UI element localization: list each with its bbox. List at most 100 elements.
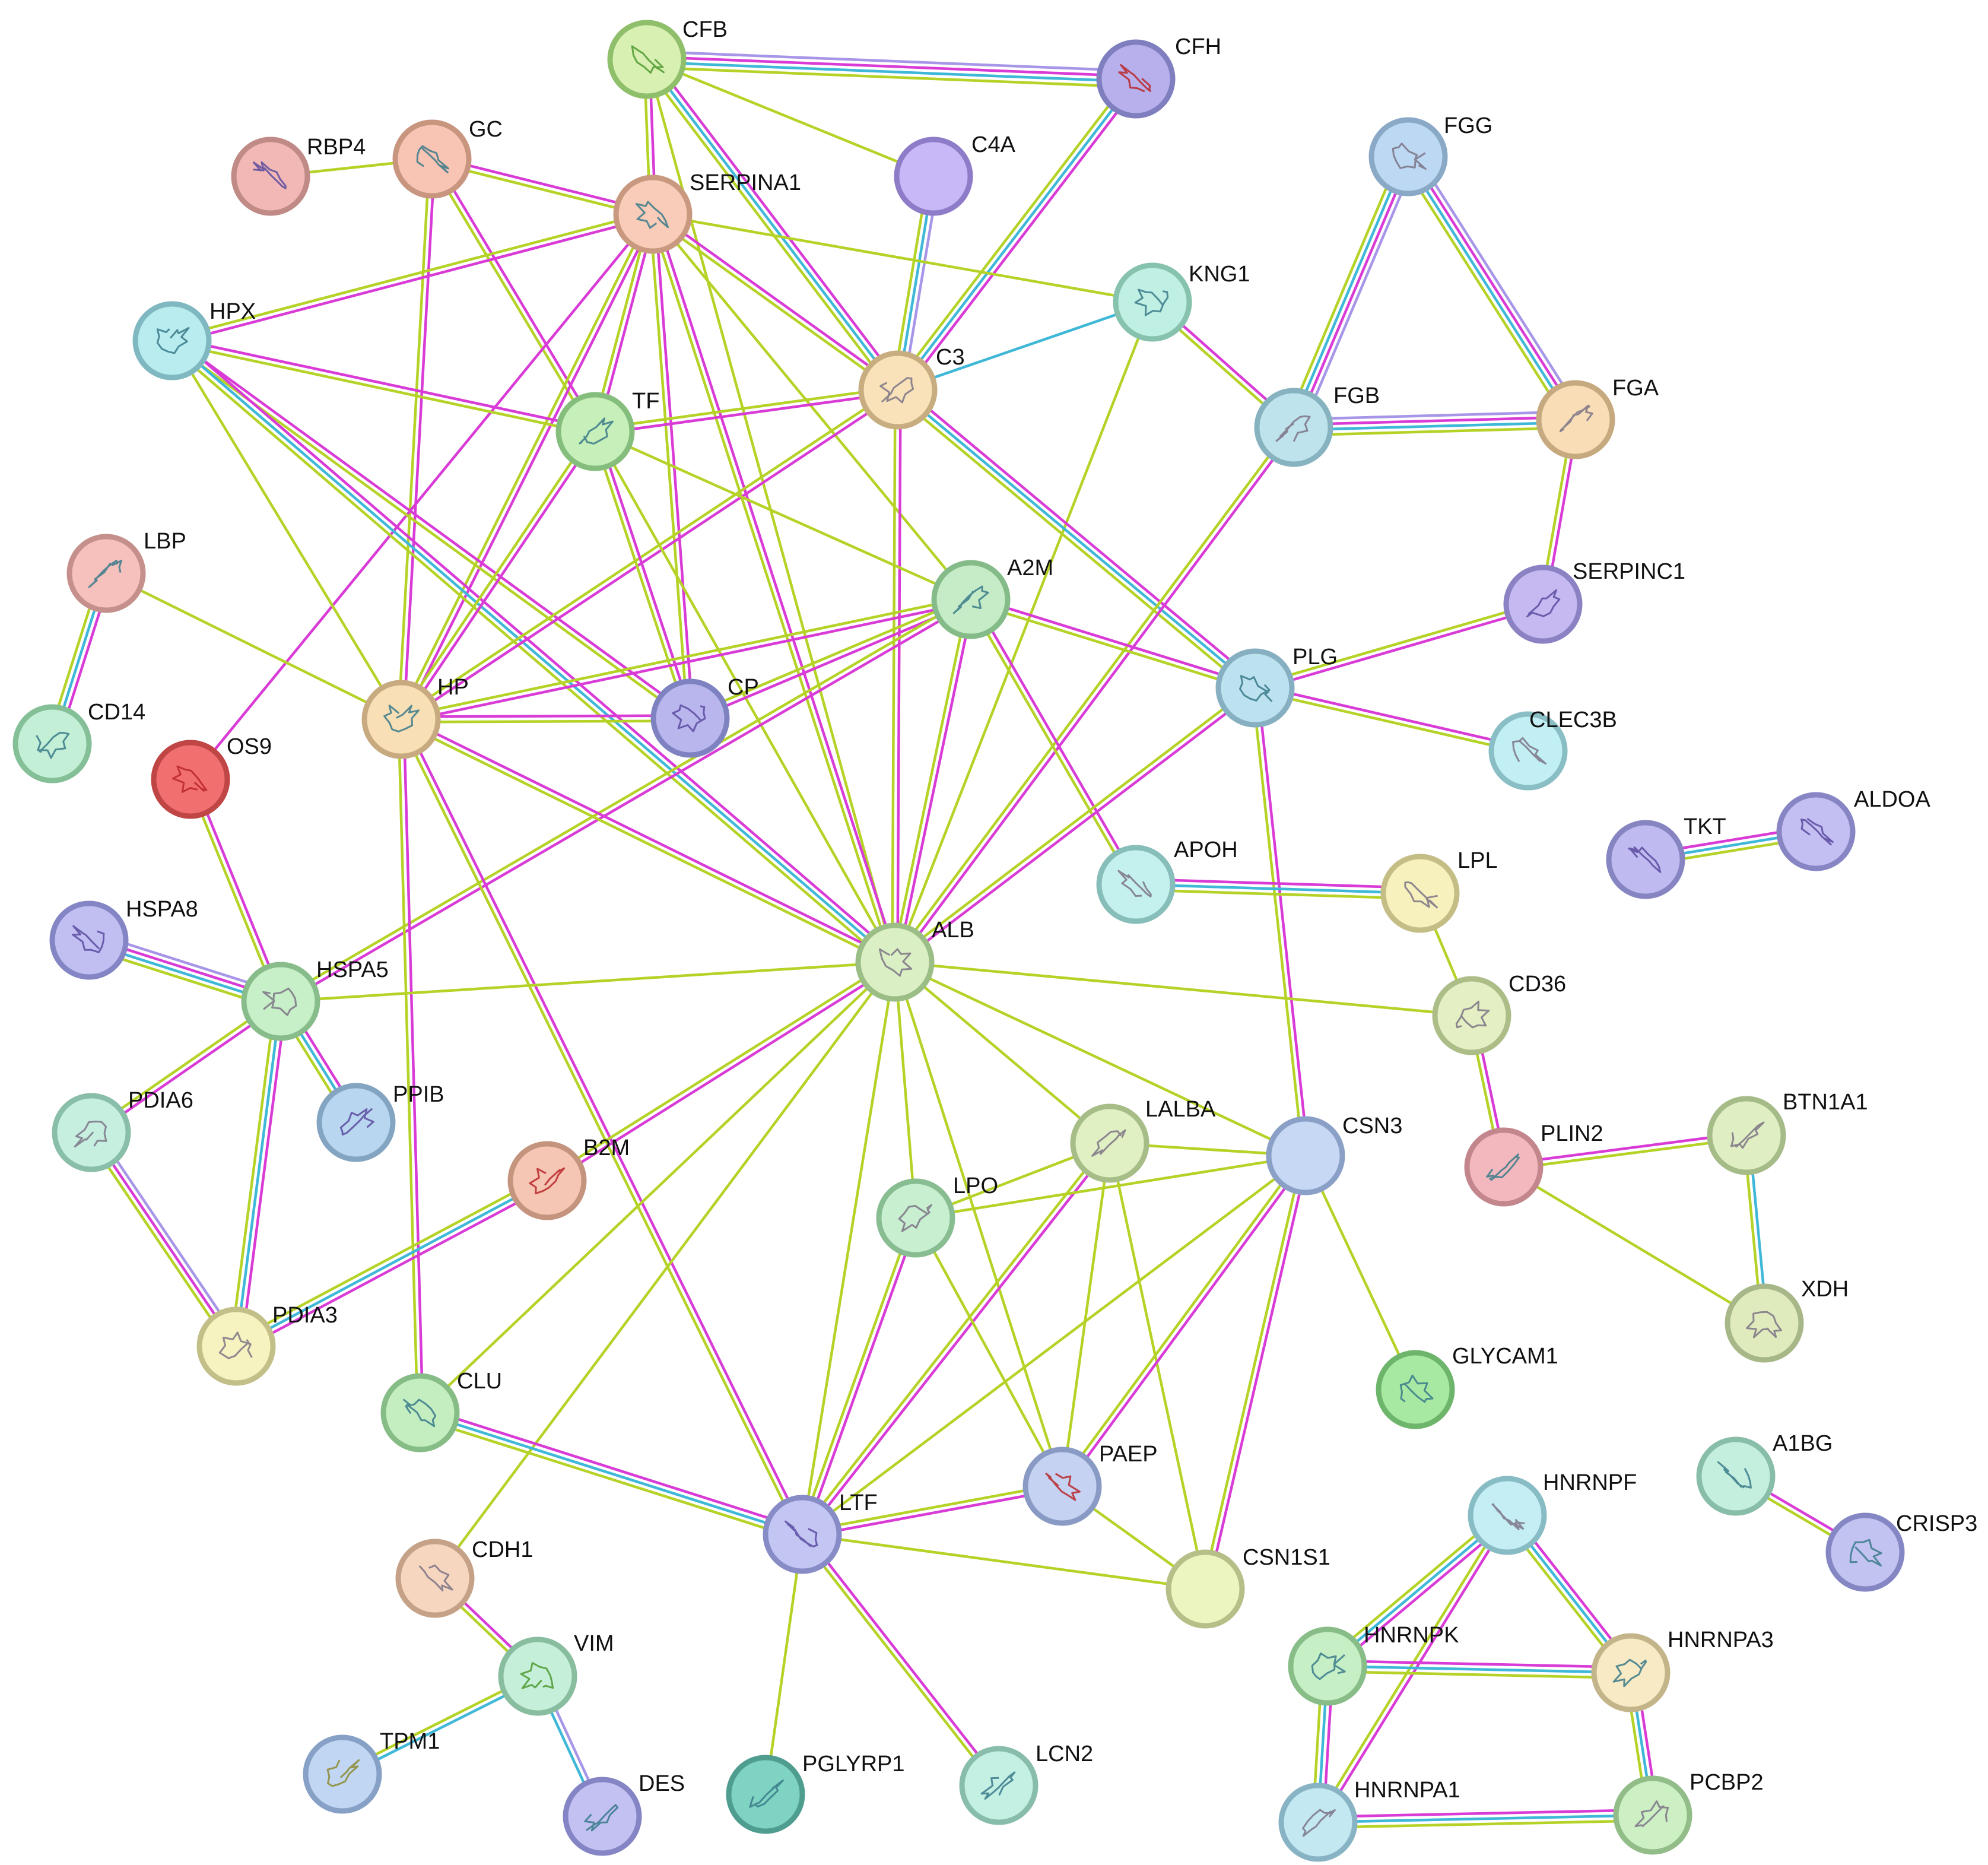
node-circle[interactable] (607, 20, 687, 99)
node-circle[interactable] (1166, 1549, 1245, 1629)
node-LTF[interactable]: LTF (763, 1490, 878, 1574)
node-circle[interactable] (1096, 845, 1176, 924)
edge-ALB-CLU[interactable] (419, 961, 896, 1414)
node-TF[interactable]: TF (555, 389, 659, 471)
node-SERPINA1[interactable]: SERPINA1 (613, 170, 801, 254)
node-HP[interactable]: HP (361, 675, 469, 759)
node-circle[interactable] (858, 350, 938, 430)
node-circle[interactable] (395, 1539, 475, 1618)
node-CLU[interactable]: CLU (380, 1369, 502, 1452)
node-GLYCAM1[interactable]: GLYCAM1 (1376, 1344, 1558, 1429)
edge-SERPINC1-PLG[interactable] (1254, 600, 1544, 692)
node-circle[interactable] (555, 392, 635, 471)
edge-FGG-FGA[interactable] (1400, 151, 1584, 425)
node-circle[interactable] (1368, 117, 1448, 196)
node-circle[interactable] (1696, 1436, 1776, 1516)
node-CSN3[interactable]: CSN3 (1266, 1114, 1402, 1195)
node-BTN1A1[interactable]: BTN1A1 (1707, 1090, 1868, 1175)
node-circle[interactable] (1096, 39, 1176, 119)
node-TKT[interactable]: TKT (1606, 814, 1726, 899)
edge-LALBA-PAEP[interactable] (1060, 1143, 1111, 1487)
node-circle[interactable] (1725, 1283, 1804, 1363)
edge-CSN3-LTF[interactable] (801, 1154, 1307, 1536)
node-ALB[interactable]: ALB (855, 918, 974, 1002)
node-circle[interactable] (650, 678, 730, 758)
node-HNRNPA3[interactable]: HNRNPA3 (1591, 1628, 1774, 1712)
edge-A2M-HP[interactable] (400, 595, 972, 724)
node-circle[interactable] (1606, 820, 1685, 899)
edge-CFB-C4A[interactable] (646, 58, 934, 178)
node-LALBA[interactable]: LALBA (1070, 1097, 1216, 1183)
node-circle[interactable] (66, 534, 146, 613)
edge-ALB-PAEP[interactable] (893, 962, 1064, 1487)
node-C4A[interactable]: C4A (894, 132, 1016, 216)
edge-ALB-CSN3[interactable] (894, 960, 1306, 1157)
node-FGB[interactable]: FGB (1254, 383, 1380, 467)
edge-KNG1-ALB[interactable] (893, 302, 1154, 963)
node-B2M[interactable]: B2M (507, 1136, 630, 1220)
node-APOH[interactable]: APOH (1096, 838, 1238, 924)
edge-CSN3-PAEP[interactable] (1059, 1153, 1309, 1489)
edge-A2M-PLG[interactable] (969, 595, 1257, 692)
edge-CSN3-CSN1S1[interactable] (1201, 1154, 1310, 1590)
node-circle[interactable] (1825, 1512, 1905, 1592)
node-circle[interactable] (52, 1093, 131, 1172)
node-KNG1[interactable]: KNG1 (1113, 262, 1250, 342)
node-circle[interactable] (1536, 380, 1615, 459)
edge-LTF-LCN2[interactable] (799, 1531, 1002, 1788)
edge-GC-TF[interactable] (428, 157, 599, 434)
edge-KNG1-C3[interactable] (897, 300, 1153, 392)
node-VIM[interactable]: VIM (498, 1631, 614, 1716)
node-LBP[interactable]: LBP (66, 529, 186, 613)
node-circle[interactable] (316, 1083, 396, 1162)
node-CDH1[interactable]: CDH1 (395, 1537, 533, 1618)
node-circle[interactable] (1113, 262, 1192, 342)
node-circle[interactable] (231, 137, 310, 216)
node-LPO[interactable]: LPO (876, 1173, 998, 1258)
edge-ALB-LALBA[interactable] (894, 961, 1111, 1144)
edge-SERPINA1-ALB[interactable] (649, 212, 899, 964)
edge-C3-PLG[interactable] (893, 385, 1260, 693)
node-CFH[interactable]: CFH (1096, 34, 1221, 119)
edge-LTF-PGLYRP1[interactable] (764, 1534, 804, 1795)
edge-HSPA5-ALB[interactable] (280, 960, 895, 1003)
node-circle[interactable] (1288, 1626, 1367, 1706)
node-PLIN2[interactable]: PLIN2 (1464, 1121, 1603, 1207)
edge-A2M-CP[interactable] (688, 595, 973, 722)
edge-TF-CP[interactable] (591, 430, 694, 720)
node-SERPINC1[interactable]: SERPINC1 (1503, 559, 1685, 644)
node-RBP4[interactable]: RBP4 (231, 135, 366, 216)
edge-SERPINA1-OS9[interactable] (189, 213, 654, 781)
node-circle[interactable] (1776, 792, 1856, 871)
node-circle[interactable] (931, 560, 1011, 639)
node-circle[interactable] (894, 137, 973, 216)
node-circle[interactable] (196, 1306, 276, 1386)
node-PLG[interactable]: PLG (1215, 645, 1338, 728)
node-circle[interactable] (1503, 564, 1583, 644)
edge-HP-CLU[interactable] (397, 719, 424, 1413)
edge-PAEP-LTF[interactable] (801, 1482, 1063, 1539)
edge-PLIN2-BTN1A1[interactable] (1503, 1131, 1747, 1171)
node-circle[interactable] (392, 119, 472, 199)
node-GC[interactable]: GC (392, 117, 503, 199)
node-CD14[interactable]: CD14 (12, 700, 145, 784)
edge-HNRNPA1-PCBP2[interactable] (1317, 1808, 1653, 1829)
edge-LALBA-LTF[interactable] (799, 1140, 1113, 1537)
edge-TF-A2M[interactable] (595, 430, 971, 601)
edge-CFB-C3[interactable] (642, 55, 903, 394)
edge-HP-ALB[interactable] (399, 715, 897, 966)
node-circle[interactable] (1278, 1782, 1358, 1862)
edge-SERPINA1-HP[interactable] (397, 212, 657, 722)
node-circle[interactable] (563, 1777, 642, 1856)
node-HSPA5[interactable]: HSPA5 (241, 957, 389, 1041)
edge-LALBA-CSN1S1[interactable] (1108, 1143, 1207, 1590)
node-circle[interactable] (151, 740, 230, 819)
node-circle[interactable] (1613, 1775, 1692, 1855)
edge-CSN3-GLYCAM1[interactable] (1304, 1155, 1417, 1390)
edge-LTF-CSN1S1[interactable] (802, 1533, 1206, 1591)
edge-ALB-CD36[interactable] (894, 960, 1472, 1017)
edge-A2M-HSPA5[interactable] (278, 596, 973, 1005)
edge-A2M-APOH[interactable] (967, 597, 1139, 887)
node-FGG[interactable]: FGG (1368, 113, 1492, 196)
node-CRISP3[interactable]: CRISP3 (1825, 1511, 1977, 1592)
